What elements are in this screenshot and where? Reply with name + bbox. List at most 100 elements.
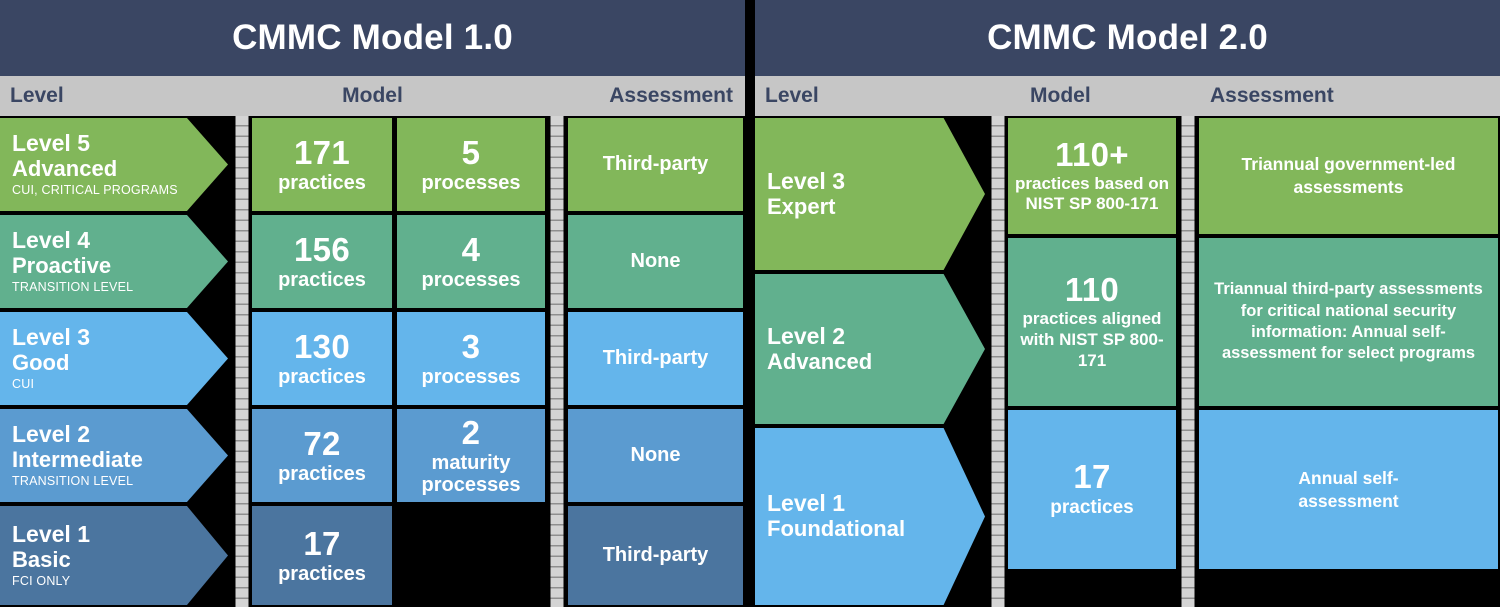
- column-header-model-left: Model: [342, 84, 403, 107]
- level-arrow-r1[interactable]: Level 1 Foundational: [755, 428, 985, 605]
- divider-ladder-left-assessment: [548, 116, 565, 607]
- level-arrow-r2-name: Advanced: [767, 348, 873, 374]
- assessment-cell-r1[interactable]: Annual self-assessment: [1199, 410, 1498, 569]
- practices-word-l2: practices: [278, 462, 366, 485]
- practices-count-r3: 110+: [1055, 135, 1129, 173]
- processes-word-l5: processes: [421, 171, 521, 194]
- processes-word-l3: processes: [421, 365, 521, 388]
- practices-word-l5: practices: [278, 171, 366, 194]
- model-cell-r2[interactable]: 110 practices aligned with NIST SP 800-1…: [1008, 238, 1176, 406]
- practices-cell-l2[interactable]: 72 practices: [252, 409, 392, 502]
- assessment-cell-l4[interactable]: None: [568, 215, 743, 308]
- level-arrow-l1-scope: FCI ONLY: [12, 573, 71, 588]
- practices-word-l4: practices: [278, 268, 366, 291]
- level-arrow-r3[interactable]: Level 3 Expert: [755, 118, 985, 270]
- ladder-rail: [550, 116, 563, 607]
- processes-cell-l3[interactable]: 3 processes: [397, 312, 545, 405]
- column-header-level-left: Level: [10, 84, 64, 107]
- assessment-cell-r3[interactable]: Triannual government-led assessments: [1199, 118, 1498, 234]
- processes-count-l3: 3: [461, 327, 481, 365]
- practices-count-l2: 72: [303, 424, 341, 462]
- level-arrow-l4-scope: TRANSITION LEVEL: [12, 279, 134, 294]
- processes-cell-l5[interactable]: 5 processes: [397, 118, 545, 211]
- assessment-text-r1: Annual self-assessment: [1298, 467, 1399, 511]
- panel-title-cmmc-1-0: CMMC Model 1.0: [0, 0, 745, 76]
- level-arrow-r2[interactable]: Level 2 Advanced: [755, 274, 985, 424]
- assessment-text-l1: Third-party: [602, 544, 709, 567]
- level-arrow-l5[interactable]: Level 5 Advanced CUI, CRITICAL PROGRAMS: [0, 118, 228, 211]
- level-arrow-r3-name: Expert: [767, 193, 836, 219]
- practices-word-l1: practices: [278, 562, 366, 585]
- level-arrow-l3[interactable]: Level 3 Good CUI: [0, 312, 228, 405]
- level-arrow-l2-label: Level 2: [12, 421, 90, 448]
- level-arrow-r2-label: Level 2: [767, 322, 845, 349]
- panel-divider: [745, 0, 755, 607]
- assessment-text-l4: None: [630, 250, 681, 273]
- processes-count-l2: 2: [461, 413, 481, 451]
- column-headers-right: Level Model Assessment: [755, 76, 1500, 116]
- level-arrow-l2-scope: TRANSITION LEVEL: [12, 473, 134, 488]
- practices-count-l1: 17: [303, 524, 341, 562]
- practices-note-r2: practices aligned with NIST SP 800-171: [1020, 309, 1164, 370]
- column-headers-left: Level Model Assessment: [0, 76, 745, 116]
- practices-cell-l5[interactable]: 171 practices: [252, 118, 392, 211]
- level-arrow-l4-name: Proactive: [12, 253, 112, 279]
- practices-cell-l3[interactable]: 130 practices: [252, 312, 392, 405]
- practices-count-r1: 17: [1073, 458, 1111, 496]
- assessment-cell-r2[interactable]: Triannual third-party assessments for cr…: [1199, 238, 1498, 406]
- processes-word-l4: processes: [421, 268, 521, 291]
- level-arrow-l4-label: Level 4: [12, 227, 90, 254]
- level-arrow-l5-label: Level 5: [12, 130, 90, 157]
- column-header-level-right: Level: [765, 84, 819, 107]
- assessment-cell-l2[interactable]: None: [568, 409, 743, 502]
- level-arrow-l3-scope: CUI: [12, 376, 35, 391]
- processes-count-l5: 5: [461, 133, 481, 171]
- practices-word-l3: practices: [278, 365, 366, 388]
- assessment-cell-l1[interactable]: Third-party: [568, 506, 743, 605]
- level-arrow-r3-label: Level 3: [767, 167, 845, 194]
- panel-title-cmmc-2-0: CMMC Model 2.0: [755, 0, 1500, 76]
- divider-ladder-right-model: [989, 116, 1006, 607]
- assessment-cell-l3[interactable]: Third-party: [568, 312, 743, 405]
- assessment-text-l3: Third-party: [602, 347, 709, 370]
- level-arrow-l2[interactable]: Level 2 Intermediate TRANSITION LEVEL: [0, 409, 228, 502]
- level-arrow-l4[interactable]: Level 4 Proactive TRANSITION LEVEL: [0, 215, 228, 308]
- practices-count-l4: 156: [294, 230, 350, 268]
- processes-cell-l2[interactable]: 2 maturity processes: [397, 409, 545, 502]
- column-header-model-right: Model: [1030, 84, 1091, 107]
- practices-note-r3: practices based on NIST SP 800-171: [1014, 173, 1169, 214]
- ladder-rail: [991, 116, 1004, 607]
- practices-cell-l4[interactable]: 156 practices: [252, 215, 392, 308]
- practices-cell-l1[interactable]: 17 practices: [252, 506, 392, 605]
- panel-cmmc-2-0: CMMC Model 2.0 Level Model Assessment Le…: [755, 0, 1500, 607]
- assessment-text-l2: None: [630, 444, 681, 467]
- model-cell-r1[interactable]: 17 practices: [1008, 410, 1176, 569]
- processes-cell-l4[interactable]: 4 processes: [397, 215, 545, 308]
- level-arrow-l1-label: Level 1: [12, 521, 90, 548]
- level-arrow-l3-label: Level 3: [12, 324, 90, 351]
- processes-word-l2: maturity processes: [421, 451, 521, 496]
- processes-count-l4: 4: [461, 230, 481, 268]
- level-arrow-l5-scope: CUI, CRITICAL PROGRAMS: [12, 182, 178, 197]
- assessment-text-r2: Triannual third-party assessments for cr…: [1214, 280, 1483, 363]
- panel-body-right: Level 3 Expert 110+ practices based on N…: [755, 116, 1500, 607]
- level-arrow-l3-name: Good: [12, 350, 70, 376]
- assessment-text-r3: Triannual government-led assessments: [1241, 154, 1456, 197]
- level-arrow-l1-name: Basic: [12, 547, 71, 573]
- level-arrow-r1-label: Level 1: [767, 490, 845, 517]
- practices-note-r1: practices: [1050, 497, 1134, 519]
- assessment-cell-l5[interactable]: Third-party: [568, 118, 743, 211]
- assessment-text-l5: Third-party: [602, 153, 709, 176]
- ladder-rail: [1181, 116, 1194, 607]
- divider-ladder-left-model: [233, 116, 250, 607]
- model-cell-r3[interactable]: 110+ practices based on NIST SP 800-171: [1008, 118, 1176, 234]
- panel-body-left: Level 5 Advanced CUI, CRITICAL PROGRAMS …: [0, 116, 745, 607]
- panel-cmmc-1-0: CMMC Model 1.0 Level Model Assessment Le…: [0, 0, 745, 607]
- divider-ladder-right-assessment: [1179, 116, 1196, 607]
- level-arrow-l1[interactable]: Level 1 Basic FCI ONLY: [0, 506, 228, 605]
- column-header-assessment-left: Assessment: [609, 84, 733, 107]
- practices-count-l5: 171: [294, 133, 350, 171]
- level-arrow-l2-name: Intermediate: [12, 447, 143, 473]
- practices-count-l3: 130: [294, 327, 350, 365]
